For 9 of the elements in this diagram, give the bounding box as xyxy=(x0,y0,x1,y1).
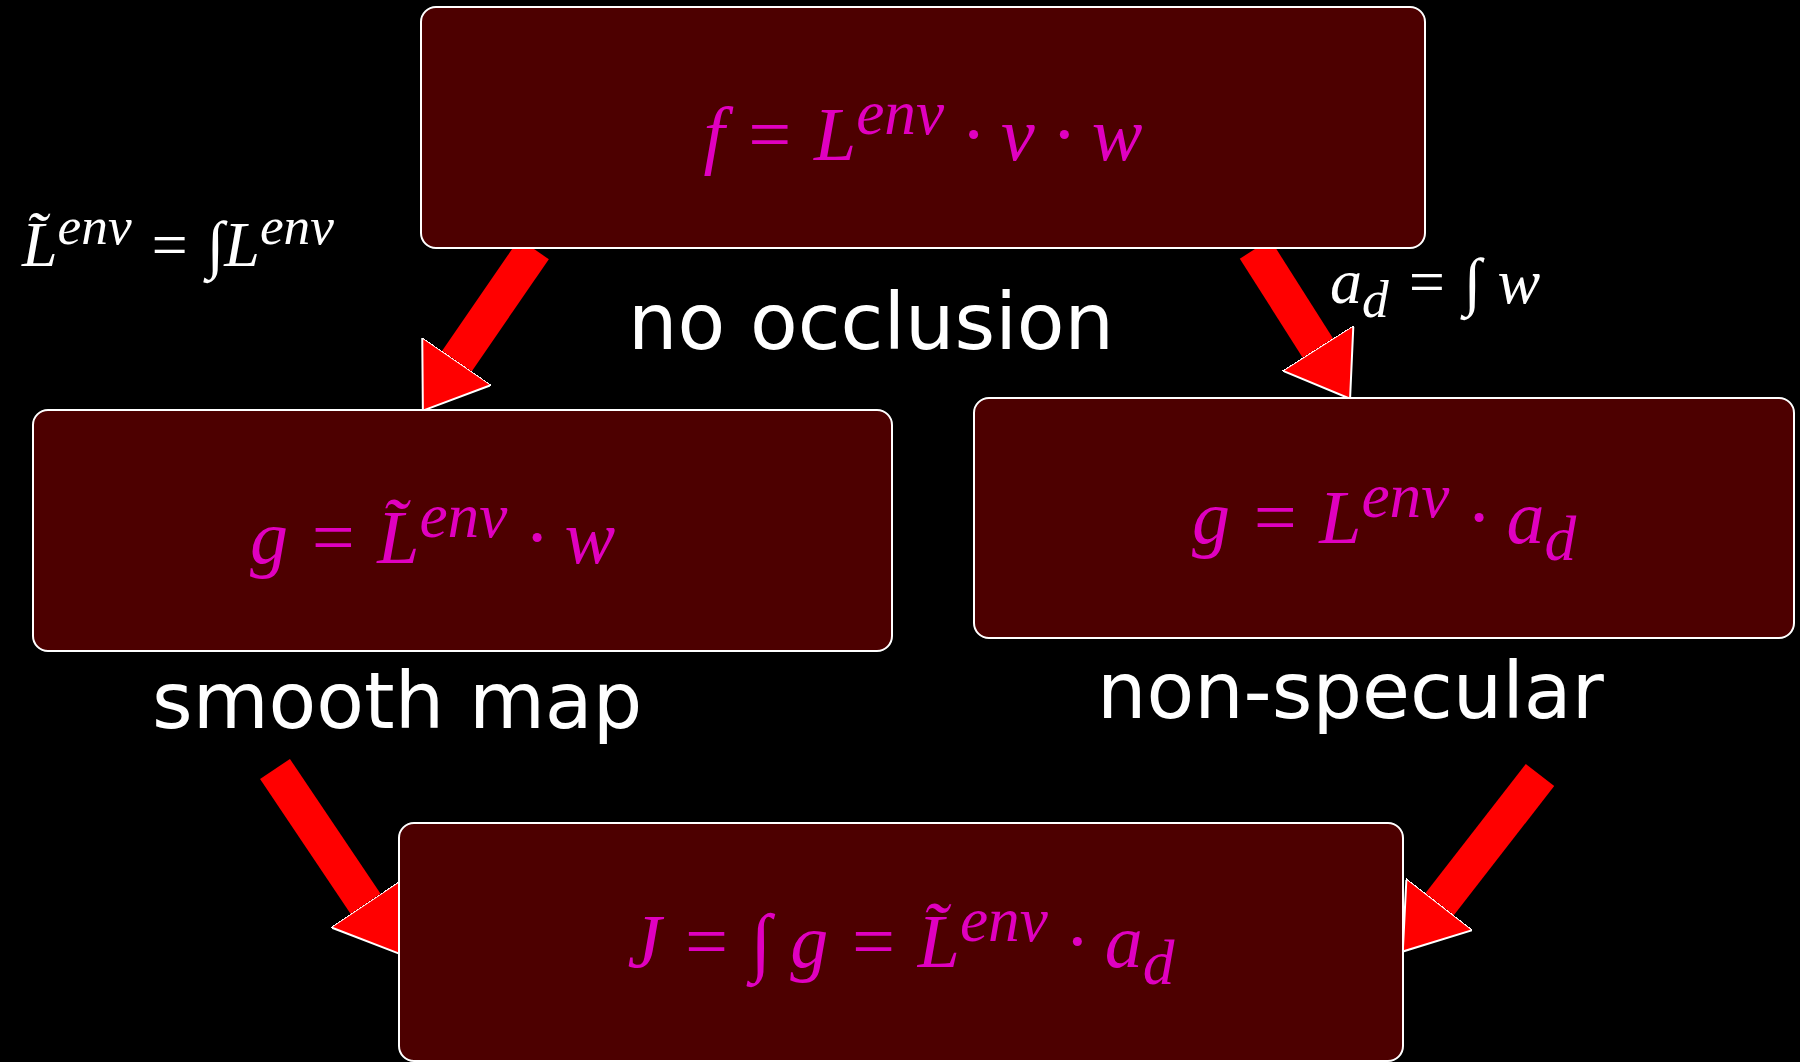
step-label: non-specular xyxy=(1097,647,1604,737)
formula: g = L̃$^{env}$ · w xyxy=(249,479,616,582)
formula: f = L$^{env}$ · v · w xyxy=(703,76,1143,179)
edge-formula: a$_{d}$ = ∫ w xyxy=(1330,245,1541,330)
formula: J = ∫ g = L̃$^{env}$ · a$_{d}$ xyxy=(627,884,1175,1000)
edge-formula: L̃$^{env}$ = ∫L$^{env}$ xyxy=(22,195,334,283)
note-label: no occlusion xyxy=(628,278,1114,368)
step-label: smooth map xyxy=(152,657,643,747)
formula: g = L$^{env}$ · a$_{d}$ xyxy=(1191,460,1577,576)
